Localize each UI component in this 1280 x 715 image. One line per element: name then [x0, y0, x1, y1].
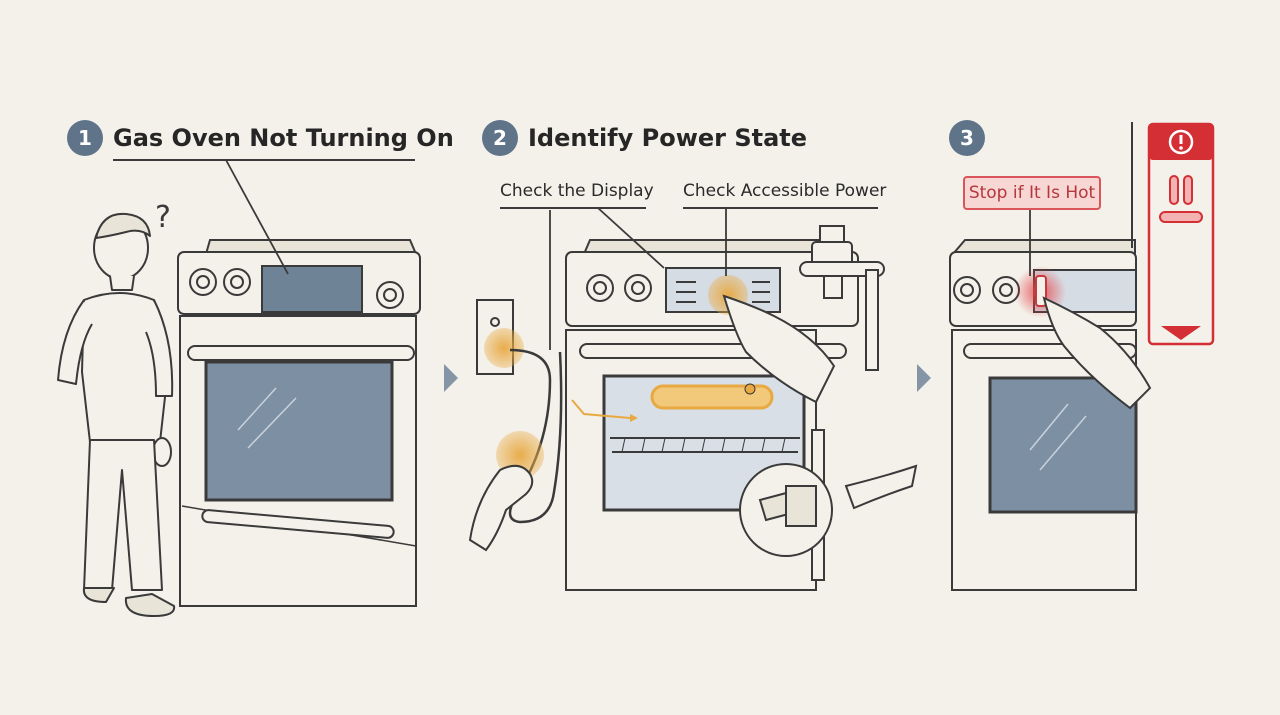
callout-stop-if-hot: Stop if It Is Hot	[963, 176, 1101, 210]
chevron-right-icon-2	[917, 364, 931, 392]
power-cord	[508, 348, 563, 524]
oven-1-display	[261, 265, 363, 313]
step-2-badge: 2	[482, 120, 518, 156]
step-1-title: Gas Oven Not Turning On	[113, 124, 454, 152]
plug-highlight	[484, 328, 524, 368]
step-3-badge: 3	[949, 120, 985, 156]
display-pointer-line-2	[597, 207, 665, 269]
oven-1	[177, 239, 421, 607]
person-figure	[57, 212, 176, 617]
hand-touching-oven	[1042, 296, 1152, 410]
chevron-right-icon	[444, 364, 458, 392]
gas-valve	[799, 225, 885, 371]
door-latch-detail	[739, 429, 918, 581]
hand-holding-cord	[468, 464, 534, 552]
oven-3-window	[988, 376, 1138, 514]
triangle-down-icon	[1161, 326, 1201, 340]
heating-element	[650, 384, 774, 410]
oven-rack	[621, 437, 786, 453]
callout-power-underline	[683, 207, 878, 209]
step-1-underline	[113, 159, 415, 161]
question-mark-icon: ?	[155, 200, 171, 235]
warning-card	[1147, 122, 1215, 346]
element-pointer	[571, 399, 631, 419]
oven-1-window	[204, 360, 394, 502]
pause-icon	[1169, 175, 1179, 205]
step-2-title: Identify Power State	[528, 124, 808, 152]
callout-display-underline	[500, 207, 646, 209]
callout-check-power: Check Accessible Power	[683, 181, 887, 201]
step-1-badge: 1	[67, 120, 103, 156]
hand-pressing-button	[722, 294, 836, 404]
callout-check-display: Check the Display	[500, 181, 654, 201]
exclamation-icon	[1168, 129, 1194, 155]
display-pointer-line	[225, 159, 289, 275]
